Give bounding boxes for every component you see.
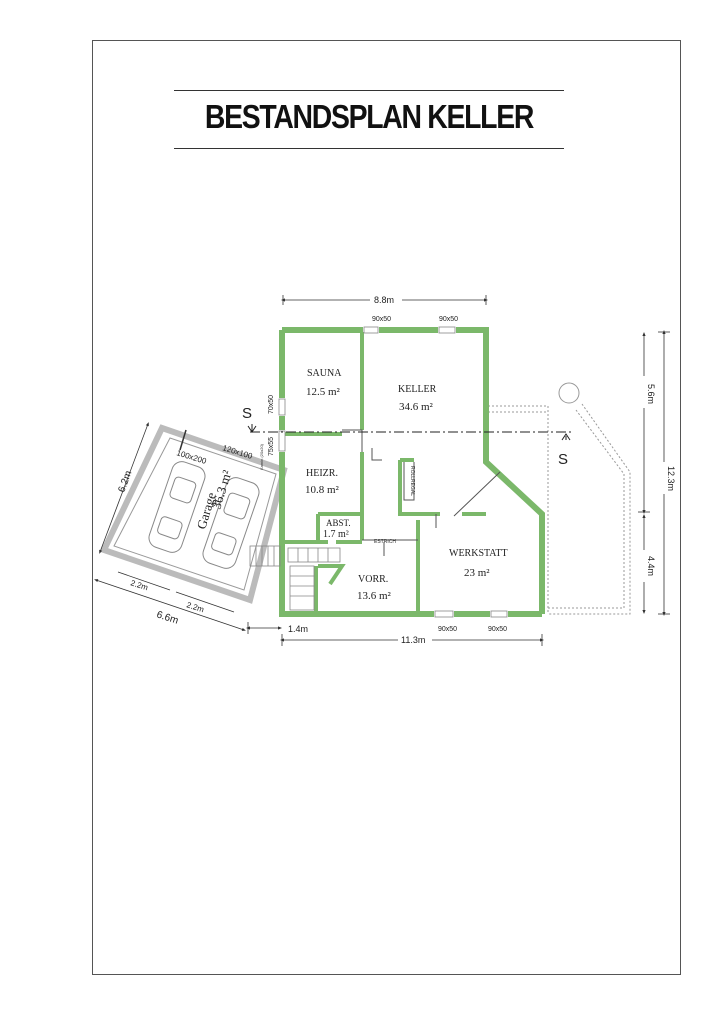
garage: Garage 36.3 m² 100x200 120x100 (99, 424, 288, 604)
room-vorr-area: 13.6 m² (357, 590, 392, 602)
room-heizr-area: 10.8 m² (305, 484, 340, 496)
terrace-outline (484, 403, 631, 615)
title-rule-top (174, 90, 564, 91)
car-icon (148, 461, 206, 553)
garage-width-label: 6.6m (155, 609, 180, 626)
top-window-2-label: 90x50 (439, 316, 458, 323)
room-sauna-area: 12.5 m² (306, 386, 341, 398)
room-abst-name: ABST. (326, 518, 351, 528)
room-keller-name: KELLER (398, 384, 437, 395)
right-total-label: 12.3m (666, 466, 676, 491)
room-werkstatt-area: 23 m² (464, 567, 490, 579)
right-lower-label: 4.4m (646, 556, 656, 576)
bottom-dimension (246, 622, 544, 646)
bottom-window-2-label: 90x50 (488, 626, 507, 633)
window-markers (278, 326, 508, 618)
room-keller-area: 34.6 m² (399, 401, 434, 413)
stairs (249, 545, 341, 611)
page-title: BESTANDSPLAN KELLER (204, 98, 534, 135)
section-arrow-right (561, 433, 571, 441)
room-abst-area: 1.7 m² (323, 529, 349, 540)
bottom-width-label: 11.3m (401, 635, 425, 645)
left-window-1-label: 70x50 (268, 395, 275, 414)
room-vorr-name: VORR. (358, 574, 388, 585)
garage-seg-a-label: 2.2m (129, 578, 149, 592)
car-icon (202, 477, 260, 569)
drawing-sheet-border (92, 40, 681, 975)
left-window-2-label: 75x55 (268, 437, 275, 456)
garage-dimensions (94, 422, 246, 631)
top-width-label: 8.8m (374, 295, 394, 305)
room-sauna-name: SAUNA (307, 368, 342, 379)
right-upper-label: 5.6m (646, 384, 656, 404)
door-and-detail-lines (342, 429, 501, 556)
room-werkstatt-name: WERKSTATT (449, 548, 508, 559)
garage-seg-b-label: 2.2m (185, 600, 205, 614)
kamin-label: Kamin (20x20) (259, 443, 264, 470)
estrich-label: ESTRICH (374, 539, 396, 545)
section-arrow-left (247, 424, 257, 433)
section-mark-left: S (242, 405, 252, 422)
section-mark-right: S (558, 451, 568, 468)
rollregal-label: ROLLREGAL (409, 466, 415, 496)
bottom-offset-label: 1.4m (288, 624, 308, 634)
room-heizr-name: HEIZR. (306, 468, 338, 479)
exterior-walls (279, 327, 545, 617)
top-dimension (281, 295, 488, 305)
garage-area: 36.3 m² (209, 468, 235, 511)
interior-walls (284, 332, 486, 612)
garage-window-1-label: 100x200 (175, 448, 208, 466)
bottom-window-1-label: 90x50 (438, 626, 457, 633)
tree-symbol (558, 382, 580, 404)
garage-window-2-label: 120x100 (221, 443, 254, 461)
right-dimensions (638, 330, 670, 616)
top-window-1-label: 90x50 (372, 316, 391, 323)
title-rule-bottom (174, 148, 564, 149)
